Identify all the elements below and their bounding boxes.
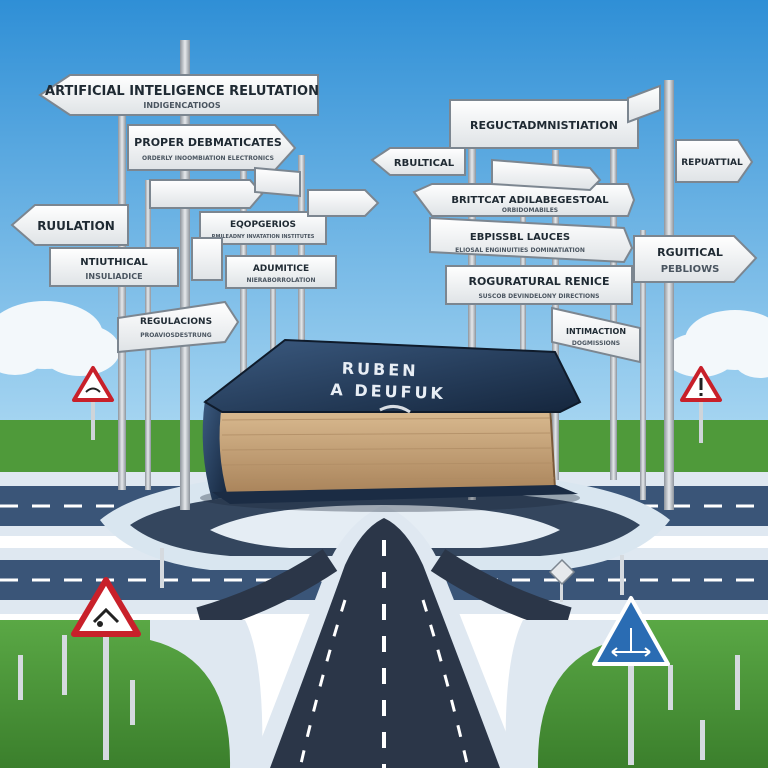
warning-sign-far-right [680, 366, 722, 443]
blank-signs-left [149, 166, 380, 281]
sign-left-6: REGULACIONS PROAVIOSDESTRUNG [117, 300, 240, 354]
sign-left-4-sub: RMILEADNY INVATATION INSTITUTES [212, 234, 315, 240]
sign-right-3-text: BRITTCAT ADILABEGESTOAL [451, 195, 609, 206]
sign-right-0: REGUCTADMNISTIATION [449, 99, 639, 149]
sign-left-5: ADUMITICE NIERABORROLATION [225, 255, 337, 289]
sign-right-1: RBULTICAL [370, 147, 466, 176]
sign-right-6-sub: SUSCOB DEVINDELONY DIRECTIONS [478, 293, 599, 300]
left-curb [150, 620, 263, 768]
sign-left-1: PROPER DEBMATICATES ORDERLY INOOMBIATION… [127, 124, 297, 171]
sign-left-3: NTIUTHICAL INSULIADICE [49, 247, 179, 287]
sign-right-1-text: RBULTICAL [394, 158, 455, 169]
sign-left-3-text: NTIUTHICAL [80, 257, 148, 268]
grass-left [0, 620, 244, 768]
blue-direction-sign [592, 596, 670, 765]
book-title-line1: RUBEN [341, 359, 418, 381]
warning-sign-far-left [72, 366, 114, 440]
sign-left-5-text: ADUMITICE [253, 264, 309, 274]
sign-left-4: EQOPGERIOS RMILEADNY INVATATION INSTITUT… [199, 211, 327, 245]
sign-right-4-sub: ELIOSAL ENGINUITIES DOMINATIATION [455, 247, 585, 254]
sign-right-4: EBPISSBL LAUCES ELIOSAL ENGINUITIES DOMI… [429, 216, 634, 264]
sign-left-4-text: EQOPGERIOS [230, 220, 296, 230]
sign-right-7-text: INTIMACTION [566, 327, 626, 336]
sign-left-0-text: ARTIFICIAL INTELIGENCE RELUTATION [45, 84, 319, 99]
book: RUBEN A DEUFUK [200, 338, 582, 512]
sign-left-1-text: PROPER DEBMATICATES [134, 136, 282, 149]
book-title-line2: A DEUFUK [330, 380, 446, 403]
sign-left-2: RUULATION [10, 204, 129, 246]
sign-right-5: RGUITICAL PEBLIOWS [633, 235, 758, 283]
main-road [196, 505, 572, 768]
sign-right-6-text: ROGURATURAL RENICE [468, 275, 609, 288]
sign-right-3-sub: ORBIDOMABILES [502, 207, 558, 214]
sign-left-2-text: RUULATION [37, 219, 115, 233]
cloud-right [664, 310, 768, 378]
sign-right-5-text: RGUITICAL [657, 246, 723, 259]
sign-right-2-text: REPUATTIAL [681, 158, 743, 168]
sign-right-4-text: EBPISSBL LAUCES [470, 232, 570, 243]
sign-left-3-sub: INSULIADICE [85, 272, 142, 281]
sign-right-5-sub: PEBLIOWS [661, 264, 720, 275]
fence-posts [18, 548, 740, 760]
sign-left-6-text: REGULACIONS [140, 317, 212, 327]
sign-left-6-sub: PROAVIOSDESTRUNG [140, 332, 211, 339]
sign-left-0: ARTIFICIAL INTELIGENCE RELUTATION INDIGE… [38, 74, 319, 116]
sign-left-1-sub: ORDERLY INOOMBIATION ELECTRONICS [142, 155, 274, 162]
sign-right-0-text: REGUCTADMNISTIATION [470, 119, 618, 132]
sign-right-6: ROGURATURAL RENICE SUSCOB DEVINDELONY DI… [445, 265, 633, 305]
diamond-sign [548, 558, 576, 602]
sign-right-7-sub: DOGMISSIONS [572, 340, 620, 347]
sign-left-0-sub: INDIGENCATIOOS [143, 101, 220, 110]
sign-right-2: REPUATTIAL [675, 139, 754, 183]
sign-right-7: INTIMACTION DOGMISSIONS [551, 306, 641, 364]
sign-right-3: BRITTCAT ADILABEGESTOAL ORBIDOMABILES [412, 183, 636, 217]
warning-sign-near-left [71, 577, 141, 760]
right-curb [505, 620, 618, 768]
sign-left-5-sub: NIERABORROLATION [246, 277, 315, 284]
cloud-left [0, 301, 120, 376]
blank-signs-right [491, 84, 661, 192]
